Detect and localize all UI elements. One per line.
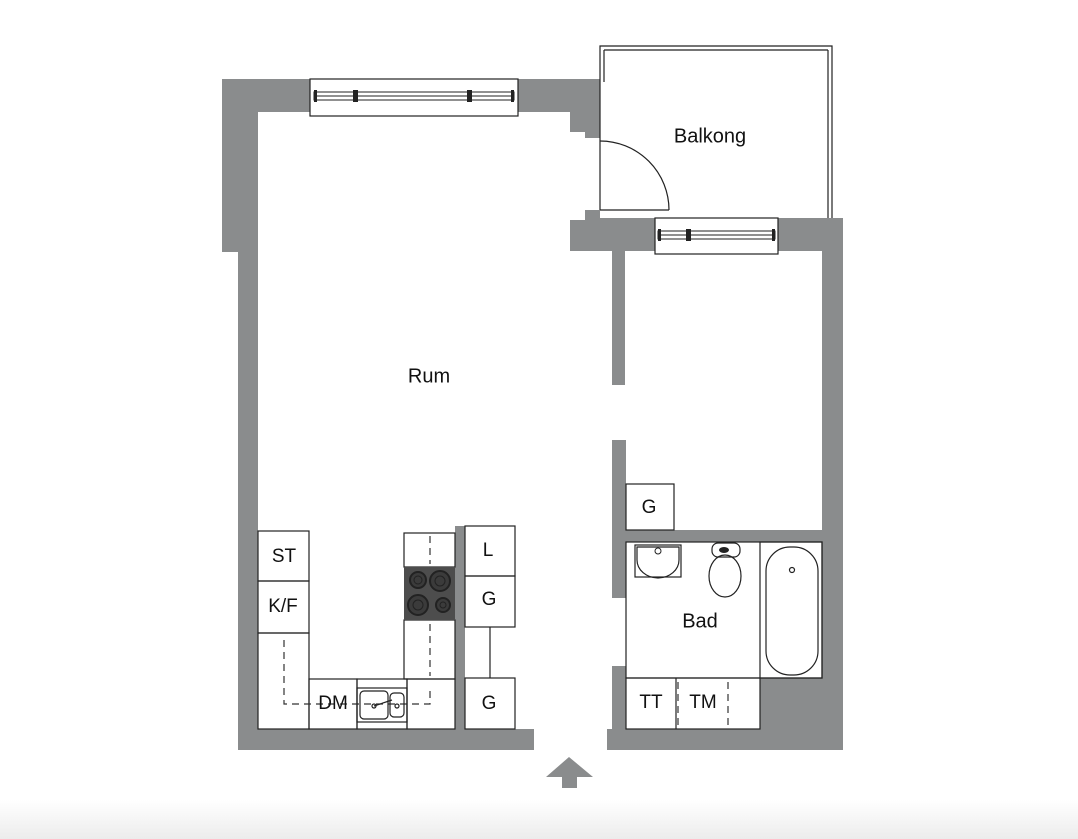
wall-balcony (570, 210, 655, 385)
window-balcony (654, 217, 779, 255)
wall-closet-bottom (626, 530, 822, 542)
wall-right (822, 218, 843, 750)
wall-bottom-left (238, 729, 534, 750)
fixture-label-g-kitchen: G (482, 589, 497, 610)
balcony (599, 45, 833, 218)
wall-left (222, 79, 310, 750)
fixture-label-tt: TT (639, 692, 663, 713)
wall-bottom-right (607, 729, 843, 750)
fixture-label-dm: DM (318, 693, 348, 714)
sink-icon (356, 687, 408, 723)
walls (222, 79, 843, 750)
fixture-label-kf: K/F (268, 596, 298, 617)
kitchen-right-column (464, 525, 516, 730)
fixture-label-g-bottom: G (482, 693, 497, 714)
wall-balcony-right (778, 218, 823, 251)
page-bottom-shadow (0, 800, 1078, 839)
wall-kitchen-divider (455, 526, 465, 729)
door-swing-icon (599, 140, 670, 211)
washbasin-icon (634, 544, 682, 579)
fixture-label-g-closet: G (642, 497, 657, 518)
bathtub-icon (759, 541, 823, 679)
stove-icon (404, 567, 455, 620)
bathroom (625, 541, 823, 730)
wall-bath-corner (760, 678, 822, 729)
fixture-label-tm: TM (689, 692, 716, 713)
toilet-icon (708, 542, 742, 598)
fixture-label-st: ST (272, 546, 297, 567)
room-label-bad: Bad (682, 610, 718, 632)
closet-upper (625, 483, 675, 531)
wall-partition-lower (612, 440, 626, 598)
wall-bath-corner-post (612, 666, 626, 730)
wall-top-right (518, 79, 600, 138)
arrow-up-icon (546, 757, 593, 788)
fixture-label-l: L (483, 540, 494, 561)
room-label-rum: Rum (408, 365, 450, 387)
room-label-balkong: Balkong (674, 125, 746, 147)
window-top (309, 78, 519, 117)
